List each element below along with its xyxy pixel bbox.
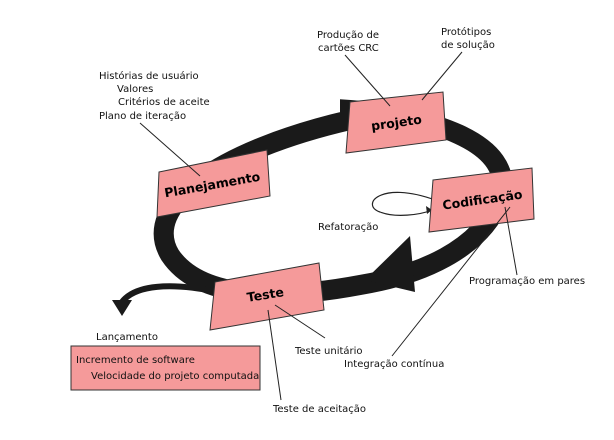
crc-note-1: Produção de [317,30,379,41]
acceptance-test-note: Teste de aceitação [272,404,366,415]
planning-leader [139,122,201,177]
unit-test-leader [274,304,326,339]
pair-programming-note: Programação em pares [469,276,585,287]
continuous-integration-note: Integração contínua [344,358,444,370]
crc-note-2: cartões CRC [318,43,379,54]
release-line1: Incremento de software [76,355,195,366]
planning-note-3: Critérios de aceite [118,96,210,108]
release-line2: Velocidade do projeto computada [91,371,259,382]
proto-note-1: Protótipos [441,26,491,38]
proto-note-2: de solução [441,40,495,51]
planning-note-1: Histórias de usuário [99,70,199,82]
phase-teste: Teste [209,262,325,331]
phase-planejamento: Planejamento [156,149,271,218]
release-label: Lançamento [96,332,158,343]
phase-codificacao: Codificação [428,167,535,233]
phase-teste-label: Teste [246,284,285,305]
planning-note-4: Plano de iteração [99,111,186,122]
acceptance-test-leader [267,309,282,401]
planning-note-2: Valores [117,84,153,95]
refactoring-loop-arrowhead [426,206,432,214]
phase-projeto-label: projeto [370,112,423,134]
unit-test-note: Teste unitário [294,345,363,357]
continuous-integration-leader [391,206,511,357]
release-box [70,345,261,391]
refactoring-loop [371,191,436,216]
refactoring-note: Refatoração [318,222,378,233]
cycle-arrowhead [365,236,415,292]
proto-leader [421,51,463,101]
pair-programming-leader [504,206,518,276]
phase-projeto: projeto [345,91,447,154]
crc-leader [344,54,391,107]
release-arrowhead [112,300,132,316]
release-arrow [119,283,219,305]
